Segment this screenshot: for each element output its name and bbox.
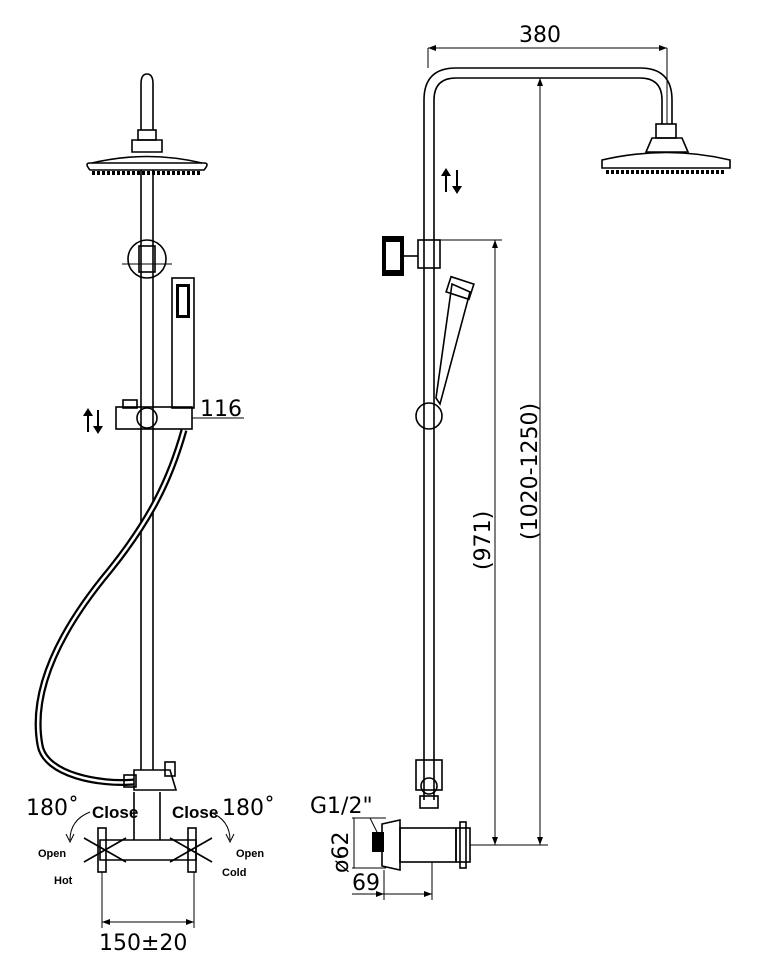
cold-label: Cold	[222, 867, 246, 879]
hot-label: Hot	[54, 875, 73, 887]
side-diverter	[415, 759, 443, 791]
side-view	[352, 45, 731, 900]
rotation-arrow-right	[209, 811, 231, 841]
hot-handle	[83, 827, 127, 873]
open-label-right: Open	[236, 848, 264, 860]
side-mixer-body	[399, 827, 457, 863]
front-hose-inner	[36, 429, 186, 784]
front-hand-shower	[171, 277, 195, 409]
front-bracket-clamp	[138, 245, 156, 273]
dim-971: (971)	[471, 511, 496, 570]
front-rain-head	[86, 162, 208, 171]
side-rail-arm-outer	[423, 67, 673, 800]
front-neck	[140, 73, 154, 130]
rotation-arrow-left	[69, 811, 91, 841]
up-down-arrows-icon	[83, 408, 103, 434]
side-head-nut	[655, 123, 677, 139]
side-slider	[415, 402, 443, 430]
dim-380: 380	[519, 23, 561, 48]
up-down-arrows-icon	[441, 168, 462, 194]
side-rain-head	[601, 151, 731, 169]
front-rain-head-top	[91, 155, 203, 164]
dim-1020-1250: (1020-1250)	[518, 403, 543, 540]
front-view	[34, 73, 244, 928]
close-label-left: Close	[92, 803, 138, 822]
side-flange	[381, 819, 401, 871]
dim-flange-diameter: ø62	[329, 832, 354, 873]
front-wall-bracket	[127, 239, 167, 279]
front-head-cap	[131, 139, 163, 153]
cold-handle	[169, 827, 213, 873]
side-handle	[455, 827, 471, 863]
front-hose-outer	[34, 429, 188, 786]
dim-150: 150±20	[99, 931, 187, 956]
close-label-right: Close	[172, 803, 218, 822]
dim-thread: G1/2"	[310, 794, 373, 819]
rotation-label-left: 180˚	[26, 796, 79, 821]
side-head-cap	[644, 137, 690, 153]
side-inlet	[372, 832, 384, 852]
front-head-nut	[137, 129, 157, 141]
front-mixer-body	[99, 839, 197, 861]
rotation-label-right: 180˚	[222, 796, 275, 821]
dim-69: 69	[352, 871, 380, 896]
dim-116: 116	[200, 397, 242, 422]
open-label-left: Open	[38, 848, 66, 860]
front-diverter	[133, 769, 178, 791]
side-hand-shower	[435, 282, 471, 406]
side-rail-arm-inner	[433, 77, 663, 800]
side-bracket	[417, 239, 441, 269]
